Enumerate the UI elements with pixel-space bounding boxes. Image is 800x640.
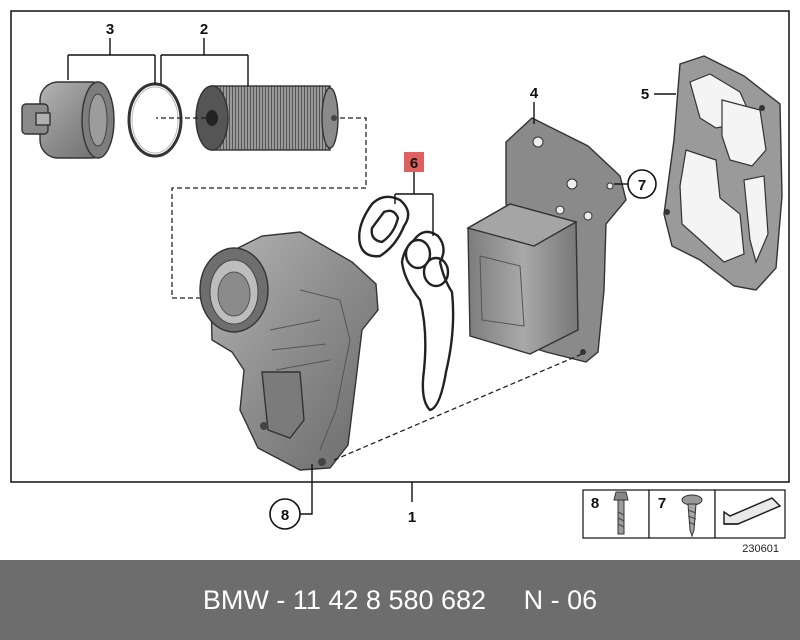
callout-4: 4: [530, 85, 539, 102]
callout-8: 8: [281, 507, 289, 524]
highlight-box: [404, 152, 424, 172]
part-number-text: BMW - 11 42 8 580 682: [202, 584, 487, 615]
callout-3: 3: [106, 21, 114, 38]
callout-5: 5: [641, 86, 649, 103]
legend-label-7: 7: [658, 495, 666, 512]
parts-diagram: 3 2 6 4 7: [10, 10, 790, 555]
callout-1: 1: [408, 509, 416, 526]
oil-filter-cover-part[interactable]: [21, 81, 115, 159]
hardware-legend: 8 7: [582, 489, 786, 539]
legend-label-8: 8: [591, 495, 599, 512]
callout-2: 2: [200, 21, 208, 38]
bolt-icon: [613, 491, 629, 535]
callout-7: 7: [638, 177, 646, 194]
variant-text: N - 06: [523, 584, 598, 615]
part-number-banner: BMW - 11 42 8 580 682 N - 06: [0, 560, 800, 640]
arrow-symbol-icon: [723, 497, 782, 525]
oil-cooler-part[interactable]: [466, 117, 627, 363]
cooler-gasket-part[interactable]: [663, 55, 783, 291]
diagram-frame: [10, 10, 790, 483]
oil-filter-housing-part[interactable]: [199, 231, 379, 471]
diagram-number: 230601: [742, 543, 779, 555]
gasket-set-part[interactable]: [358, 195, 455, 412]
filter-element-part[interactable]: [195, 85, 339, 151]
o-ring-part[interactable]: [127, 82, 183, 158]
screw-icon: [681, 494, 703, 538]
callout-6: 6: [410, 155, 418, 172]
